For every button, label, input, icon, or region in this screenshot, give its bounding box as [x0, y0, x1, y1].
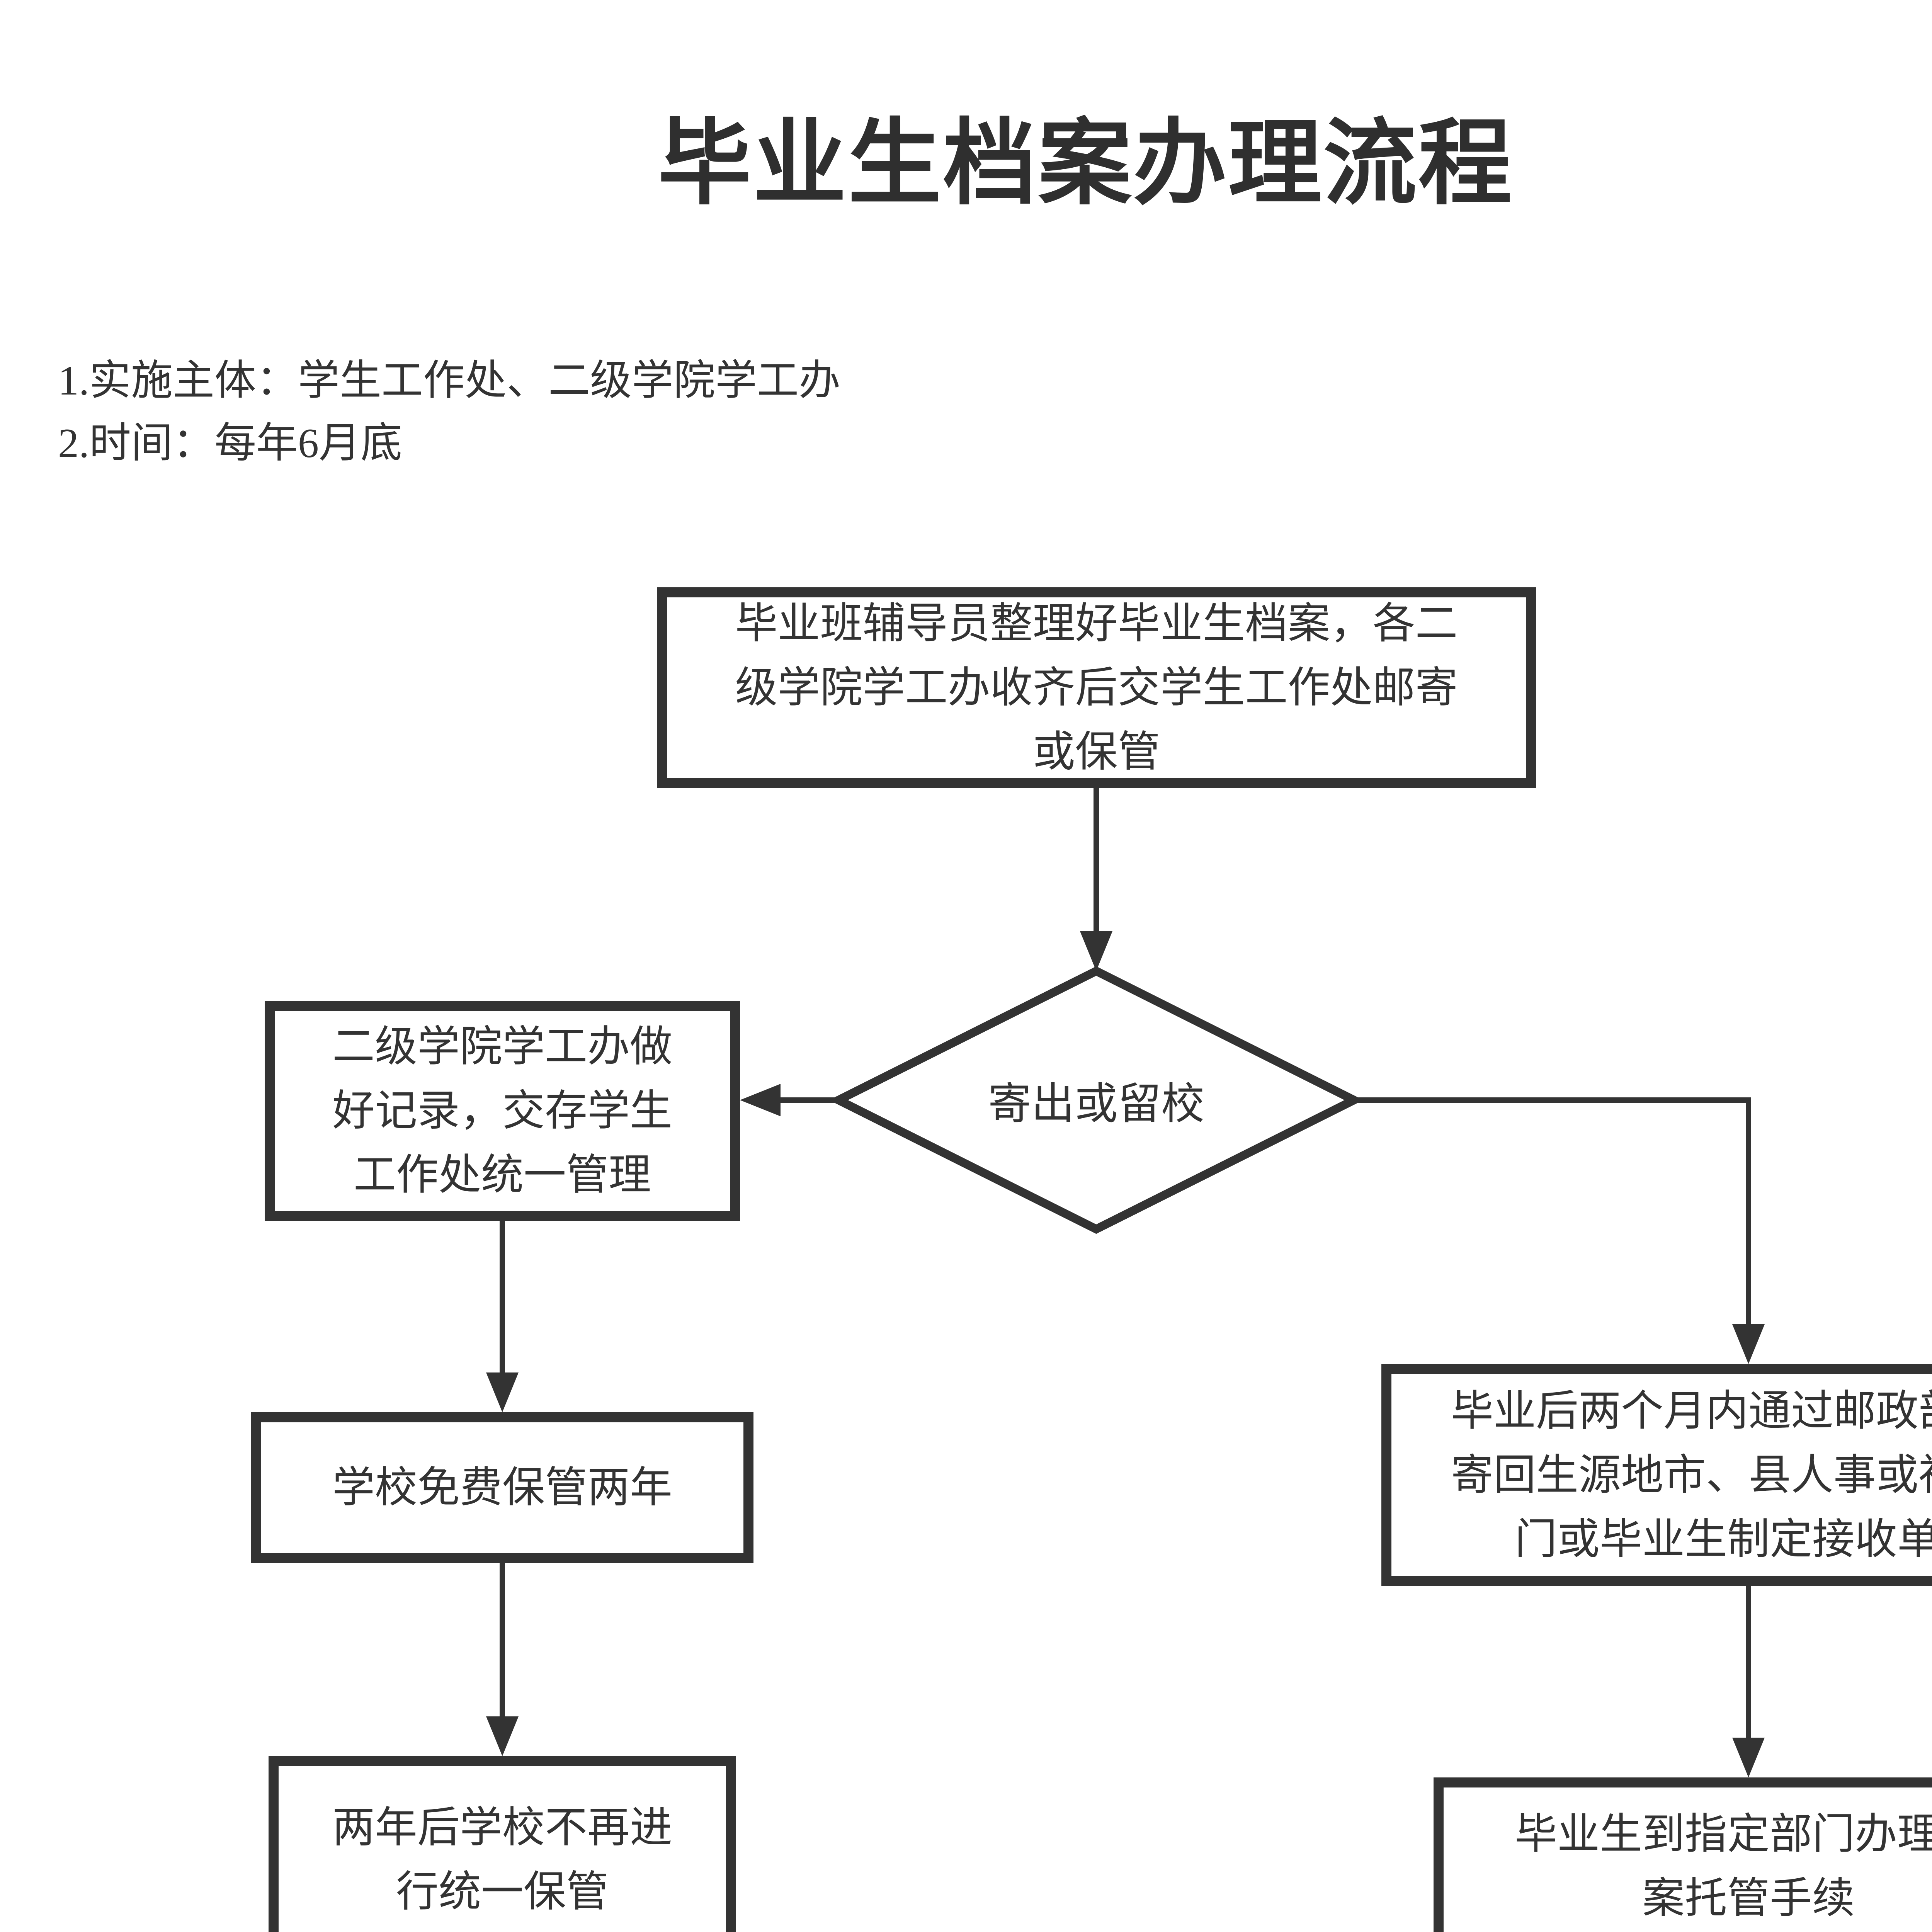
keep-record-box: 二级学院学工办做 好记录，交存学生 工作处统一管理: [265, 1001, 740, 1221]
note-line-1: 1.实施主体：学生工作处、二级学院学工办: [58, 358, 841, 404]
arrowhead-down-icon: [1080, 931, 1112, 971]
custody-procedure-box: 毕业生到指定部门办理档 案托管手续: [1434, 1777, 1932, 1932]
decision-diamond: 寄出或留校: [838, 971, 1354, 1229]
decision-diamond-shape: [829, 966, 1364, 1234]
keep-record-box-line: 好记录，交存学生: [332, 1087, 672, 1134]
mail-back-box-line: 寄回生源地市、县人事或社保部: [1451, 1451, 1932, 1499]
free-storage-box-line: 学校免费保管两年: [332, 1464, 672, 1511]
start-box-line: 毕业班辅导员整理好毕业生档案，各二: [735, 600, 1458, 647]
no-storage-box: 两年后学校不再进 行统一保管: [269, 1756, 736, 1932]
notes-block: 1.实施主体：学生工作处、二级学院学工办 2.时间：每年6月底: [58, 350, 840, 475]
mail-back-box-line: 门或毕业生制定接收单位: [1515, 1515, 1932, 1563]
keep-record-box-line: 工作处统一管理: [354, 1151, 651, 1199]
start-box-line: 级学院学工办收齐后交学生工作处邮寄: [735, 664, 1458, 711]
no-storage-box-line: 两年后学校不再进: [332, 1804, 672, 1851]
mail-back-box-line: 毕业后两个月内通过邮政部门邮: [1451, 1387, 1932, 1435]
keep-record-box-line: 二级学院学工办做: [332, 1023, 672, 1070]
start-box-line: 或保管: [1032, 728, 1160, 776]
custody-procedure-box-line: 毕业生到指定部门办理档: [1515, 1811, 1932, 1858]
free-storage-box: 学校免费保管两年: [251, 1412, 753, 1563]
no-storage-box-line: 行统一保管: [396, 1868, 609, 1915]
arrowhead-down-icon: [486, 1372, 519, 1412]
arrowhead-down-icon: [1732, 1324, 1765, 1364]
page-title: 毕业生档案办理流程: [658, 112, 1514, 216]
note-line-2: 2.时间：每年6月底: [58, 420, 403, 466]
arrowhead-left-icon: [740, 1084, 781, 1116]
mail-back-box: 毕业后两个月内通过邮政部门邮 寄回生源地市、县人事或社保部 门或毕业生制定接收单…: [1381, 1364, 1932, 1586]
arrowhead-down-icon: [486, 1716, 519, 1756]
decision-label: 寄出或留校: [988, 1080, 1204, 1128]
arrowhead-down-icon: [1732, 1738, 1765, 1777]
start-box: 毕业班辅导员整理好毕业生档案，各二 级学院学工办收齐后交学生工作处邮寄 或保管: [657, 587, 1536, 788]
custody-procedure-box-line: 案托管手续: [1642, 1875, 1855, 1922]
